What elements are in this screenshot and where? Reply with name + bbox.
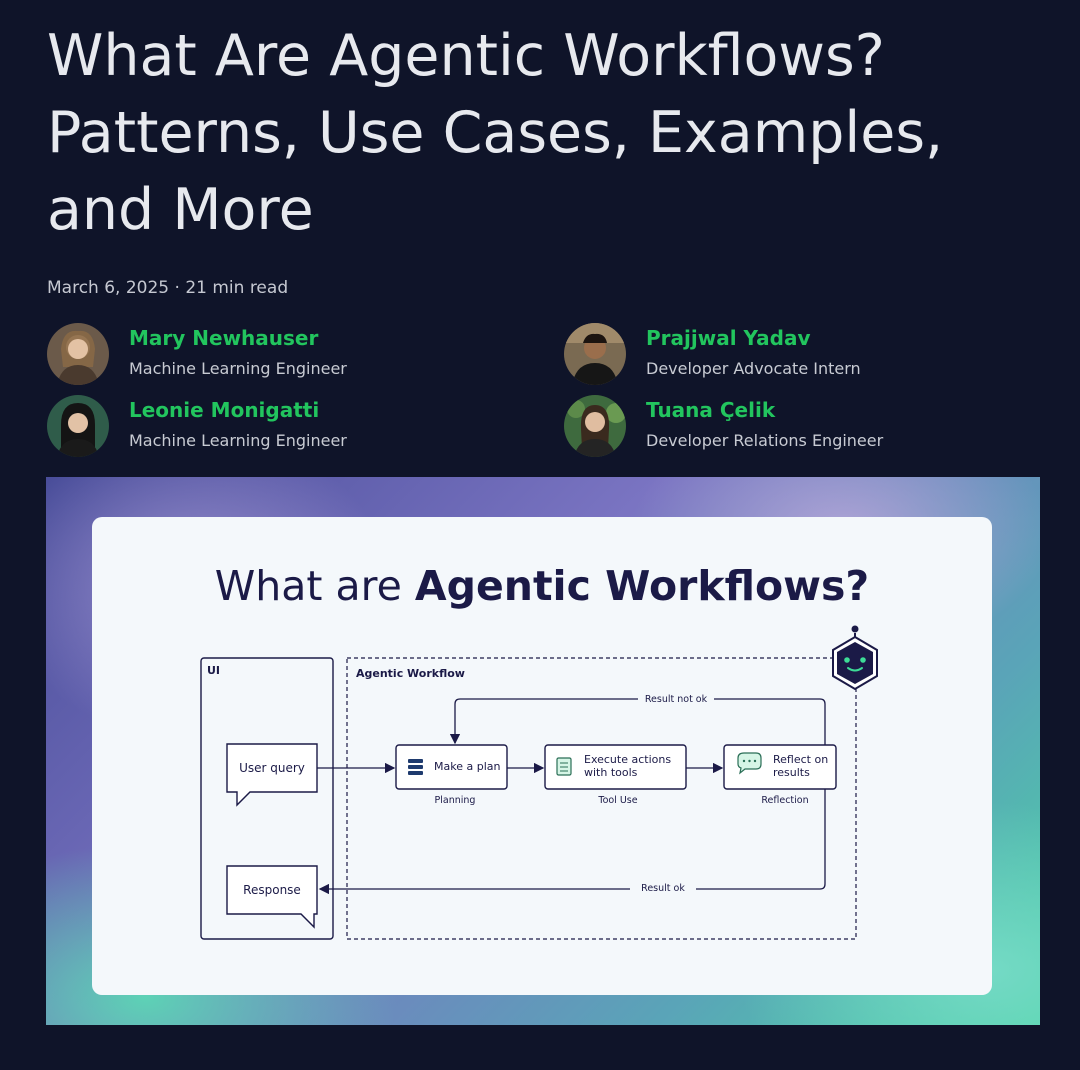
workflow-diagram: UI Agentic Workflow User query Response <box>200 625 878 940</box>
title-line-2: Patterns, Use Cases, Examples, <box>47 100 944 166</box>
hero-title-bold: Agentic Workflows? <box>414 562 870 610</box>
avatar[interactable] <box>564 395 626 457</box>
avatar[interactable] <box>564 323 626 385</box>
avatar[interactable] <box>47 323 109 385</box>
execute-actions-node: Execute actions with tools <box>544 744 687 790</box>
author-name[interactable]: Mary Newhauser <box>129 326 319 350</box>
document-icon <box>556 757 572 776</box>
response-label: Response <box>243 883 301 897</box>
author-role: Developer Relations Engineer <box>646 431 884 450</box>
planning-caption: Planning <box>435 795 476 806</box>
hero-image: What are Agentic Workflows? UI Agentic W… <box>46 477 1040 1025</box>
user-query-bubble: User query <box>226 743 318 807</box>
author-name[interactable]: Prajjwal Yadav <box>646 326 811 350</box>
hero-title-regular: What are <box>214 562 415 610</box>
author-name[interactable]: Tuana Çelik <box>646 398 776 422</box>
arrow-result-ok <box>320 789 826 889</box>
result-not-ok-label: Result not ok <box>645 694 708 705</box>
author-role: Machine Learning Engineer <box>129 359 347 378</box>
article-title: What Are Agentic Workflows? Patterns, Us… <box>47 18 1047 249</box>
result-ok-label: Result ok <box>641 883 685 894</box>
arrow-result-not-ok <box>455 698 826 745</box>
reflect-label-2: results <box>773 766 810 779</box>
title-line-3: and More <box>47 177 314 243</box>
ui-box <box>200 657 334 940</box>
make-a-plan-label: Make a plan <box>434 760 500 773</box>
workflow-label: Agentic Workflow <box>356 667 465 680</box>
author-role: Developer Advocate Intern <box>646 359 861 378</box>
tool-use-caption: Tool Use <box>597 795 637 806</box>
article-meta: March 6, 2025 · 21 min read <box>47 278 289 298</box>
reflection-caption: Reflection <box>761 795 808 806</box>
hero-card: What are Agentic Workflows? UI Agentic W… <box>92 517 992 995</box>
execute-label-1: Execute actions <box>584 753 671 766</box>
title-line-1: What Are Agentic Workflows? <box>47 23 885 89</box>
reflect-label-1: Reflect on <box>773 753 828 766</box>
robot-icon <box>832 625 878 691</box>
avatar[interactable] <box>47 395 109 457</box>
ui-label: UI <box>207 664 220 677</box>
layers-icon <box>408 759 423 775</box>
chat-bubble-icon <box>737 752 762 775</box>
reflect-node: Reflect on results <box>723 744 837 790</box>
response-bubble: Response <box>226 865 318 929</box>
make-a-plan-node: Make a plan <box>395 744 508 790</box>
author-role: Machine Learning Engineer <box>129 431 347 450</box>
author-name[interactable]: Leonie Monigatti <box>129 398 320 422</box>
user-query-label: User query <box>239 761 305 775</box>
execute-label-2: with tools <box>584 766 638 779</box>
agentic-workflow-box <box>346 657 857 940</box>
hero-title: What are Agentic Workflows? <box>92 559 992 613</box>
